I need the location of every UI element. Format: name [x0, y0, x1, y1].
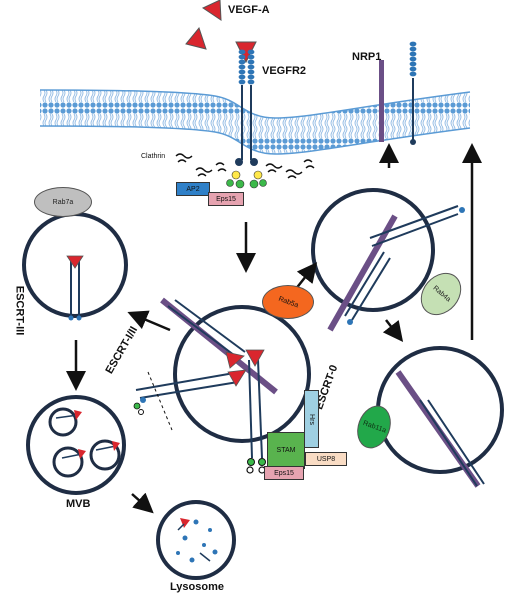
rab4a-label: Rab4a — [430, 284, 452, 304]
usp8-label: USP8 — [316, 455, 336, 463]
stam-box: STAM — [267, 432, 305, 469]
rab4a-vesicle — [311, 188, 465, 332]
clathrin-icon — [175, 153, 315, 179]
eps15-top-label: Eps15 — [216, 195, 236, 203]
nrp1-label: NRP1 — [352, 51, 382, 63]
eps15-top-box: Eps15 — [208, 192, 244, 206]
ap2-box: AP2 — [176, 182, 210, 196]
rab5a-badge: Rab5a — [262, 285, 314, 319]
hrs-box: Hrs — [304, 390, 319, 448]
vegfa-label: VEGF-A — [228, 4, 270, 16]
lysosome-label: Lysosome — [170, 581, 225, 593]
mvb-label: MVB — [66, 498, 91, 510]
stam-label: STAM — [276, 447, 296, 454]
dashed-separator — [147, 371, 173, 431]
escrt-iii-label: ESCRT-III — [13, 285, 26, 336]
clathrin-label: Clathrin — [141, 153, 166, 160]
ap2-label: AP2 — [186, 185, 200, 193]
eps15-bottom-label: Eps15 — [274, 469, 294, 477]
rab7a-label: Rab7a — [52, 198, 74, 206]
rab11a-label: Rab11a — [361, 419, 387, 435]
rab5a-label: Rab5a — [277, 295, 299, 309]
lysosome — [156, 500, 236, 580]
vegfr2-receptor-dimer — [226, 41, 267, 189]
plasma-membrane — [39, 89, 471, 155]
vegfa-ligand-icon — [185, 0, 222, 50]
mvb — [26, 395, 126, 495]
rab7a-vesicle — [22, 212, 128, 321]
usp8-box: USP8 — [305, 452, 347, 466]
vegfr2-label: VEGFR2 — [262, 65, 307, 77]
early-endosome — [133, 297, 311, 474]
rab7a-badge: Rab7a — [34, 187, 92, 217]
nrp1-receptor — [379, 41, 417, 145]
pathway-arrows — [66, 143, 482, 514]
hrs-label: Hrs — [307, 413, 315, 425]
rab11a-vesicle — [376, 346, 504, 488]
eps15-bottom-box: Eps15 — [264, 466, 304, 480]
